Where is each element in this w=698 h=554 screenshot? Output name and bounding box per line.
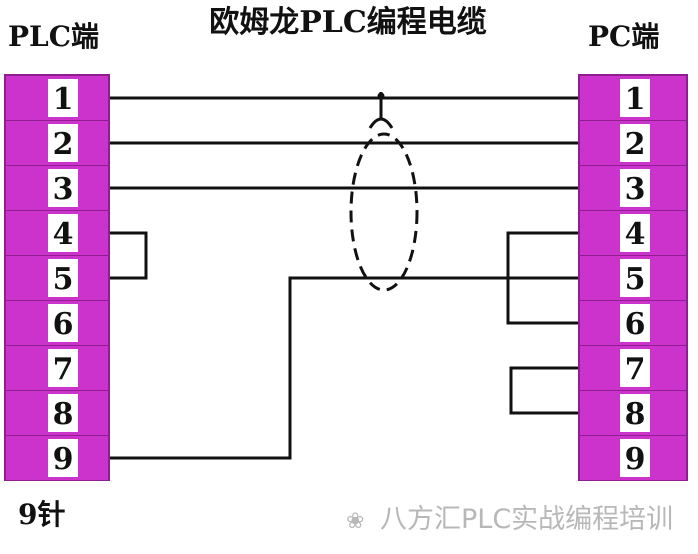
- plc-pin-label-9: 9: [53, 442, 74, 477]
- plc-pin-box-7: [48, 349, 78, 387]
- pc-pin-box-4: [620, 214, 650, 252]
- pc-pin-label-6: 6: [625, 307, 646, 342]
- plc-pin-label-6: 6: [53, 307, 74, 342]
- wechat-icon: ❀: [346, 509, 364, 534]
- pc-pin-box-1: [620, 79, 650, 117]
- shield-ellipse: [349, 132, 419, 292]
- plc-pin-box-6: [48, 304, 78, 342]
- watermark-text: 八方汇PLC实战编程培训: [380, 504, 673, 535]
- plc-pin-box-5: [48, 259, 78, 297]
- watermark: ❀ 八方汇PLC实战编程培训: [346, 504, 673, 535]
- pc-pin-box-9: [620, 439, 650, 477]
- pc-pin-label-7: 7: [625, 352, 646, 387]
- pc-pin-box-8: [620, 394, 650, 432]
- plc-pin-box-4: [48, 214, 78, 252]
- pc-jumper-4-5-6: [506, 231, 578, 325]
- pc-jumper-7-8: [509, 366, 578, 415]
- pc-side-label: PC端: [588, 20, 659, 53]
- wire-9-to-5: [110, 276, 578, 460]
- pc-pin-label-8: 8: [625, 397, 646, 432]
- diagram-title: 欧姆龙PLC编程电缆: [209, 5, 487, 40]
- pc-pin-label-4: 4: [625, 217, 646, 252]
- plc-pin-box-3: [48, 169, 78, 207]
- plc-pin-label-4: 4: [53, 217, 74, 252]
- shield-symbol: [349, 92, 419, 292]
- pc-pin-label-9: 9: [625, 442, 646, 477]
- pc-pin-box-6: [620, 304, 650, 342]
- cable-wires: [110, 96, 578, 460]
- pc-pin-label-5: 5: [625, 262, 646, 297]
- pc-pin-box-5: [620, 259, 650, 297]
- pin-count-label: 9针: [18, 498, 65, 531]
- pc-pin-label-3: 3: [625, 172, 646, 207]
- plc-pin-box-1: [48, 79, 78, 117]
- pc-pin-label-2: 2: [625, 127, 646, 162]
- plc-connector: 1 2 3 4 5 6 7 8 9: [4, 74, 110, 481]
- pc-pin-box-2: [620, 124, 650, 162]
- plc-jumper-4-5: [110, 231, 148, 280]
- pc-connector: 1 2 3 4 5 6 7 8 9: [578, 74, 688, 481]
- pc-pin-box-3: [620, 169, 650, 207]
- pc-pin-box-7: [620, 349, 650, 387]
- plc-pin-box-9: [48, 439, 78, 477]
- plc-pin-box-2: [48, 124, 78, 162]
- plc-pin-label-2: 2: [53, 127, 74, 162]
- plc-pin-label-5: 5: [53, 262, 74, 297]
- plc-pin-label-1: 1: [53, 82, 74, 117]
- plc-pin-label-8: 8: [53, 397, 74, 432]
- plc-pin-label-3: 3: [53, 172, 74, 207]
- plc-pin-label-7: 7: [53, 352, 74, 387]
- plc-side-label: PLC端: [8, 20, 99, 53]
- plc-pin-box-8: [48, 394, 78, 432]
- pc-pin-label-1: 1: [625, 82, 646, 117]
